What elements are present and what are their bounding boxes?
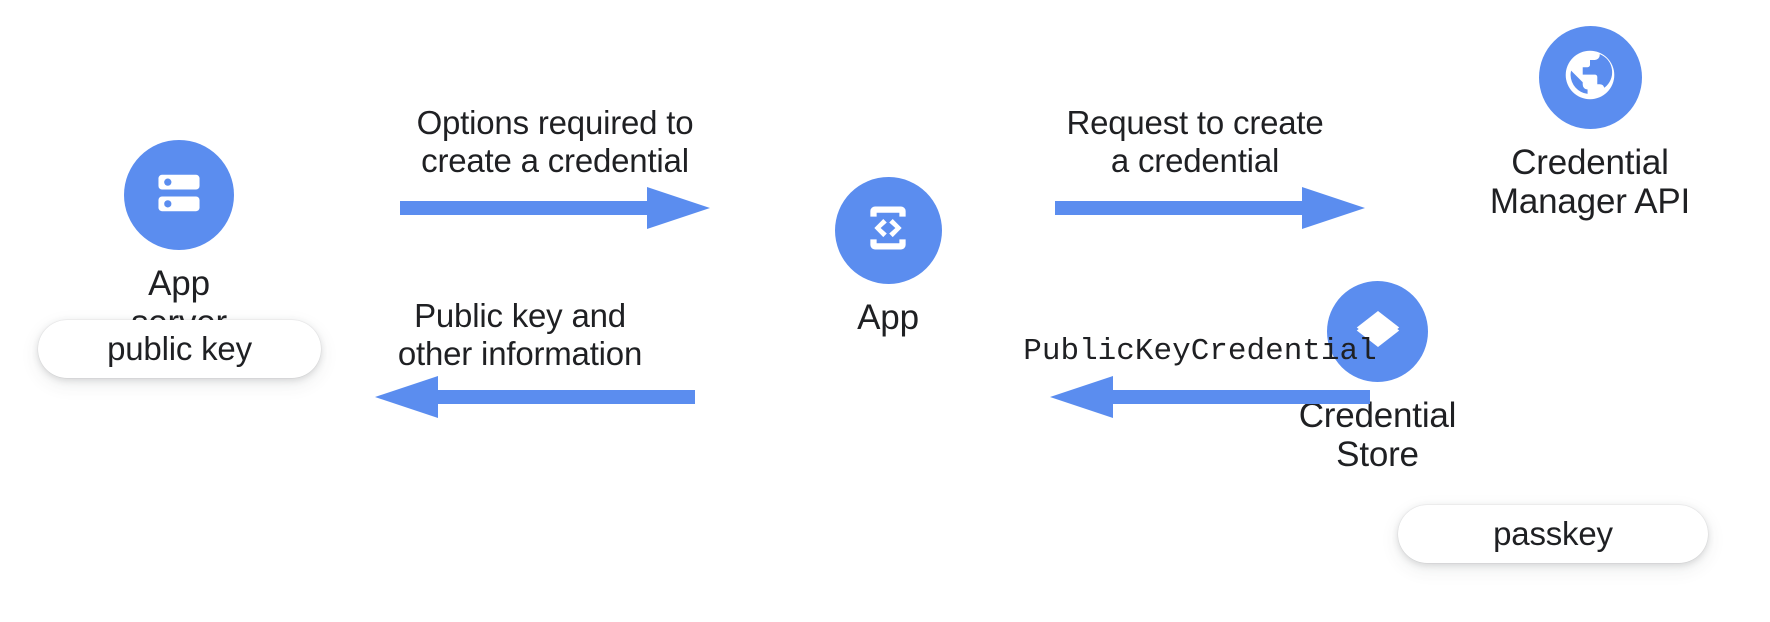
app-label: App	[857, 298, 919, 337]
arrow-label-request-to-create: Request to create a credential	[1066, 104, 1324, 180]
arrow-public-key-and-other-info	[375, 376, 695, 418]
arrow-request-to-create	[1055, 187, 1365, 229]
node-credential-manager-api: Credential Manager API	[1440, 26, 1740, 221]
credential-manager-api-icon-circle	[1538, 26, 1642, 129]
layers-icon	[1350, 301, 1406, 362]
arrow-options-required	[400, 187, 710, 229]
server-icon	[151, 165, 207, 226]
arrow-public-key-credential	[1050, 376, 1370, 418]
chip-passkey: passkey	[1398, 505, 1708, 563]
app-code-phone-icon	[859, 199, 917, 262]
node-app-server: App server	[103, 140, 255, 342]
arrow-label-public-key-credential: PublicKeyCredential	[1023, 334, 1377, 369]
node-app: App	[833, 177, 943, 337]
credential-manager-api-label: Credential Manager API	[1489, 143, 1691, 222]
app-server-icon-circle	[124, 140, 234, 250]
chip-public-key-label: public key	[107, 330, 252, 367]
arrow-label-public-key-and-other-info: Public key and other information	[397, 297, 643, 373]
globe-icon	[1559, 44, 1621, 111]
app-icon-circle	[834, 177, 942, 284]
credential-store-icon-circle	[1327, 281, 1428, 382]
chip-passkey-label: passkey	[1493, 515, 1613, 552]
credential-store-label: Credential Store	[1298, 396, 1457, 475]
arrow-label-options-required: Options required to create a credential	[416, 104, 694, 180]
node-credential-store: Credential Store	[1255, 281, 1500, 474]
chip-public-key: public key	[38, 320, 321, 378]
